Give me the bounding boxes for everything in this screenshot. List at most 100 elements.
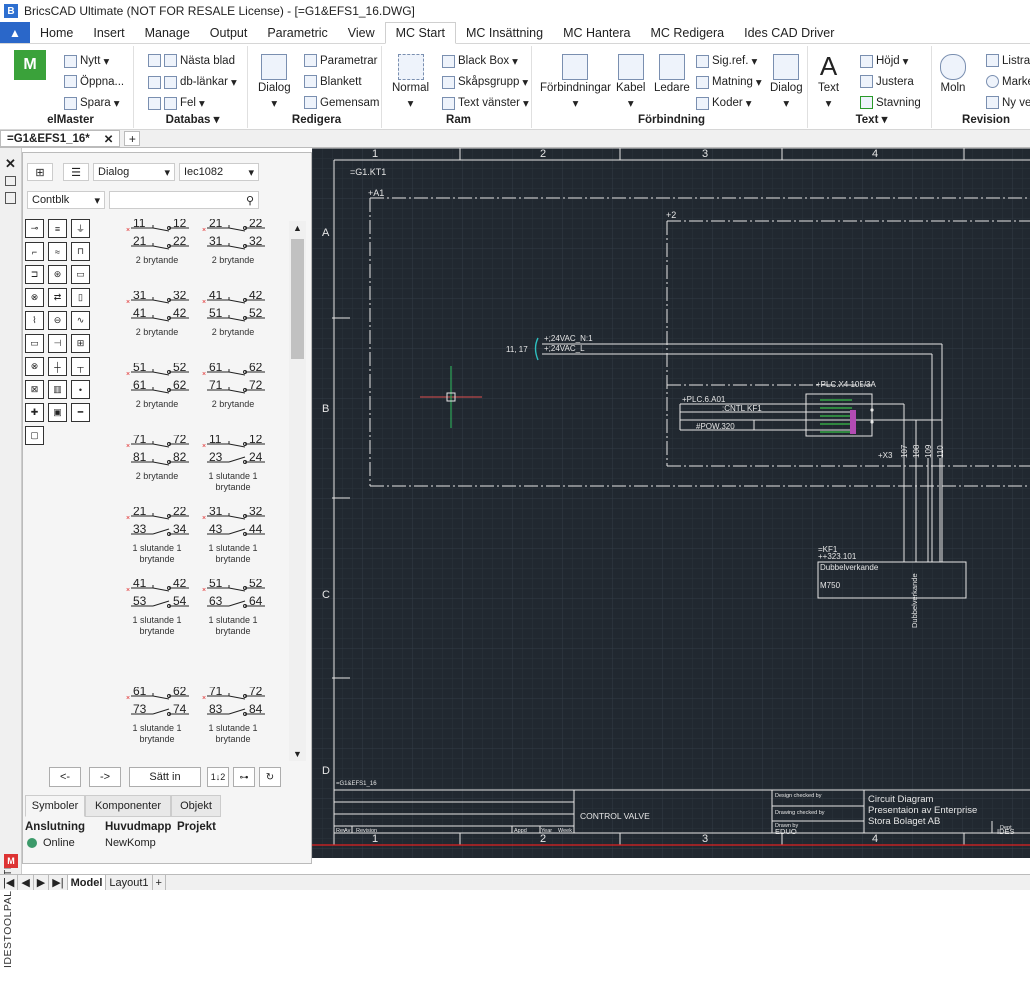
matning-button[interactable]: Matning▾ xyxy=(696,75,762,89)
ribbon-tab-mc-ins-ttning[interactable]: MC Insättning xyxy=(465,25,544,40)
ribbon-tab-ides-cad-driver[interactable]: Ides CAD Driver xyxy=(744,25,835,40)
scroll-up-icon[interactable]: ▲ xyxy=(293,223,302,233)
insert-button[interactable]: Sätt in xyxy=(129,767,201,787)
close-icon[interactable]: ✕ xyxy=(5,156,16,171)
forbindning-dialog-button[interactable]: Dialog▾ xyxy=(770,54,803,110)
ribbon-tab-mc-start[interactable]: MC Start xyxy=(384,22,456,44)
palette-list-button[interactable]: ☰ xyxy=(63,163,89,181)
symbol-category-icon[interactable]: ≈ xyxy=(48,242,67,261)
symbol-category-icon[interactable]: ⊐ xyxy=(25,265,44,284)
symbol-category-icon[interactable]: ✚ xyxy=(25,403,44,422)
search-input[interactable]: ⚲ xyxy=(109,191,259,209)
tab-model[interactable]: Model xyxy=(67,875,107,890)
symbol-category-icon[interactable]: ┼ xyxy=(48,357,67,376)
symbol-category-icon[interactable]: ⊓ xyxy=(71,242,90,261)
document-tab[interactable]: =G1&EFS1_16*✕ xyxy=(0,130,121,147)
symbol-category-icon[interactable]: ≡ xyxy=(48,219,67,238)
category-dropdown[interactable]: Contblk▾ xyxy=(27,191,105,209)
refresh-button[interactable]: ↻ xyxy=(259,767,281,787)
symbol-category-icon[interactable]: ⊛ xyxy=(48,265,67,284)
symbol-category-icon[interactable]: ⌐ xyxy=(25,242,44,261)
palette-tree-button[interactable]: ⊞ xyxy=(27,163,53,181)
symbol-category-icon[interactable]: ▣ xyxy=(48,403,67,422)
oppna-button[interactable]: Öppna... xyxy=(64,75,124,88)
symbol-category-icon[interactable]: ⊖ xyxy=(48,311,67,330)
symbol-category-icon[interactable]: ▯ xyxy=(71,288,90,307)
tab-objekt[interactable]: Objekt xyxy=(171,795,221,817)
ribbon-tab-mc-hantera[interactable]: MC Hantera xyxy=(563,25,631,40)
spara-button[interactable]: Spara▾ xyxy=(64,96,119,110)
ribbon-tab-home[interactable]: Home xyxy=(40,25,74,40)
marke-button[interactable]: Marke xyxy=(986,75,1030,88)
koder-button[interactable]: Koder▾ xyxy=(696,96,751,110)
ny-ve-button[interactable]: Ny ve xyxy=(986,96,1030,109)
tab-komponenter[interactable]: Komponenter xyxy=(85,795,171,817)
ribbon-tab-manage[interactable]: Manage xyxy=(144,25,190,40)
normal-button[interactable]: Normal▾ xyxy=(392,54,429,110)
symbol-category-icon[interactable]: • xyxy=(71,380,90,399)
symbol-category-icon[interactable]: ∿ xyxy=(71,311,90,330)
symbol-category-icon[interactable]: ⊠ xyxy=(25,380,44,399)
parametrar-button[interactable]: Parametrar xyxy=(304,54,378,67)
first-layout-icon[interactable]: |◀ xyxy=(0,875,19,890)
pin-icon[interactable] xyxy=(5,176,16,186)
gemensam-button[interactable]: Gemensam xyxy=(304,96,379,109)
sig-ref-button[interactable]: Sig.ref.▾ xyxy=(696,54,757,68)
connect-button[interactable]: ⊶ xyxy=(233,767,255,787)
ribbon-tab-view[interactable]: View xyxy=(347,25,375,40)
symbol-category-icon[interactable]: ⇄ xyxy=(48,288,67,307)
listra-button[interactable]: Listra xyxy=(986,54,1030,67)
symbol-category-icon[interactable]: ⏚ xyxy=(71,219,90,238)
symbol-category-icon[interactable]: ⊗ xyxy=(25,357,44,376)
justera-button[interactable]: Justera xyxy=(860,75,914,88)
symbol-category-icon[interactable]: ▥ xyxy=(48,380,67,399)
symbol-category-icon[interactable]: ⊗ xyxy=(25,288,44,307)
scroll-down-icon[interactable]: ▼ xyxy=(293,749,302,759)
elmaster-logo-button[interactable]: M xyxy=(14,50,46,80)
next-button[interactable]: -> xyxy=(89,767,121,787)
tab-layout1[interactable]: Layout1 xyxy=(106,875,153,890)
symbol-category-icon[interactable]: ⌇ xyxy=(25,311,44,330)
symbol-category-icon[interactable]: ▭ xyxy=(71,265,90,284)
tab-symboler[interactable]: Symboler xyxy=(25,795,85,817)
prev-button[interactable]: <- xyxy=(49,767,81,787)
palette-scrollbar[interactable]: ▲ ▼ xyxy=(289,221,306,761)
sort-button[interactable]: 1↓2 xyxy=(207,767,229,787)
nytt-button[interactable]: Nytt▾ xyxy=(64,54,109,68)
symbol-category-icon[interactable]: ⊸ xyxy=(25,219,44,238)
standard-dropdown[interactable]: Iec1082▾ xyxy=(179,163,259,181)
ribbon-tab-parametric[interactable]: Parametric xyxy=(267,25,328,40)
ledare-button[interactable]: Ledare xyxy=(654,54,690,94)
ribbon-tab-output[interactable]: Output xyxy=(209,25,248,40)
symbol-category-icon[interactable]: ━ xyxy=(71,403,90,422)
app-menu-button[interactable]: ▲ xyxy=(0,22,30,43)
last-layout-icon[interactable]: ▶| xyxy=(49,875,68,890)
kabel-button[interactable]: Kabel▾ xyxy=(616,54,645,110)
next-layout-icon[interactable]: ▶ xyxy=(34,875,50,890)
symbol-category-icon[interactable]: ⊣ xyxy=(48,334,67,353)
black-box-button[interactable]: Black Box▾ xyxy=(442,54,518,68)
close-icon[interactable]: ✕ xyxy=(103,133,114,146)
dialog-dropdown[interactable]: Dialog▾ xyxy=(93,163,175,181)
new-tab-button[interactable]: + xyxy=(124,131,141,146)
add-layout-button[interactable]: + xyxy=(153,875,166,890)
nasta-blad-button[interactable]: Nästa blad xyxy=(148,54,235,67)
dialog-button[interactable]: Dialog▾ xyxy=(258,54,291,110)
symbol-category-icon[interactable]: ┬ xyxy=(71,357,90,376)
text-vanster-button[interactable]: Text vänster▾ xyxy=(442,96,529,110)
